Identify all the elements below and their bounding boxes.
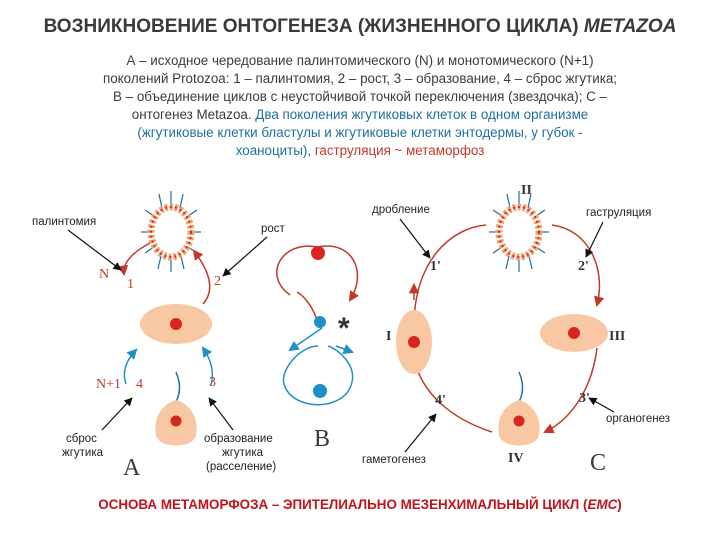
colony-a xyxy=(141,191,201,272)
label-palintomy: палинтомия xyxy=(32,216,96,228)
footer-close: ) xyxy=(617,497,622,512)
nucleus-a-flagellated xyxy=(170,415,182,427)
label-gametogenesis: гаметогенез xyxy=(362,454,426,466)
panel-c: II I III IV 1' 2' 3' 4' дробление гастру… xyxy=(362,183,670,476)
desc-line-4-blue: Два поколения жгутиковых клеток в одном … xyxy=(255,107,589,122)
gen-n1: N+1 xyxy=(96,377,121,392)
gen-n: N xyxy=(99,267,109,282)
arrow-b-lower xyxy=(282,345,354,406)
label-flagellum-loss-2: жгутика xyxy=(62,447,104,459)
desc-line-6-blue: хоаноциты), xyxy=(235,143,312,158)
title-main: ВОЗНИКНОВЕНИЕ ОНТОГЕНЕЗА (ЖИЗНЕННОГО ЦИК… xyxy=(43,16,579,37)
step-c-2: 2' xyxy=(578,259,589,274)
panel-b: * B xyxy=(276,245,359,452)
title-taxon: METAZOA xyxy=(583,16,677,37)
step-a-2: 2 xyxy=(214,274,221,289)
step-a-1: 1 xyxy=(127,277,134,292)
label-cleavage: дробление xyxy=(372,204,430,216)
desc-line-2: поколений Protozoa: 1 – палинтомия, 2 – … xyxy=(102,71,618,86)
arrow-growth xyxy=(192,249,211,305)
desc-line-4-plain: онтогенез Metazoa. xyxy=(131,107,252,122)
step-a-3: 3 xyxy=(209,375,216,390)
desc-line-1: А – исходное чередование палинтомическог… xyxy=(126,53,594,68)
nucleus-c-i xyxy=(408,336,420,348)
label-formation-3: (расселение) xyxy=(206,461,276,473)
desc-line-4: онтогенез Metazoa. Два поколения жгутико… xyxy=(24,106,696,124)
step-a-4: 4 xyxy=(136,377,143,392)
arc-c-cleavage xyxy=(413,224,487,327)
label-growth: рост xyxy=(261,223,286,235)
desc-line-3: В – объединение циклов с неустойчивой то… xyxy=(113,89,607,104)
page-title: ВОЗНИКНОВЕНИЕ ОНТОГЕНЕЗА (ЖИЗНЕННОГО ЦИК… xyxy=(0,16,720,38)
stage-iv: IV xyxy=(508,451,524,466)
switch-star: * xyxy=(338,312,350,345)
flagellum-c xyxy=(518,371,524,403)
flagellum-a xyxy=(175,371,181,403)
nucleus-b-upper xyxy=(311,246,325,260)
desc-line-6-red: гаструляция ~ метаморфоз xyxy=(314,143,485,158)
desc-line-5: (жгутиковые клетки бластулы и жгутиковые… xyxy=(137,125,583,140)
panel-a-letter: A xyxy=(123,455,141,481)
stage-ii: II xyxy=(521,183,532,198)
arc-c-organogenesis xyxy=(543,347,598,434)
colony-c xyxy=(489,191,549,272)
figure-description: А – исходное чередование палинтомическог… xyxy=(24,52,696,160)
panel-c-letter: C xyxy=(590,450,606,476)
stage-i: I xyxy=(386,329,391,344)
footer-abbr: ЕМС xyxy=(587,497,618,512)
arc-c-gastrulation xyxy=(551,224,605,308)
nucleus-a-large xyxy=(170,318,182,330)
nucleus-c-iv xyxy=(513,415,525,427)
arrow-b-switch-right xyxy=(335,344,354,354)
panel-b-letter: B xyxy=(314,426,330,452)
footer-text: ОСНОВА МЕТАМОРФОЗА – ЭПИТЕЛИАЛЬНО МЕЗЕНХ… xyxy=(98,497,588,512)
arrow-flagellum-loss xyxy=(123,348,138,385)
arc-c-gametogenesis xyxy=(410,353,493,433)
label-organogenesis: органогенез xyxy=(606,413,670,425)
label-formation-1: образование xyxy=(204,433,273,445)
arrow-palintomy xyxy=(117,242,151,277)
step-c-3: 3' xyxy=(579,391,590,406)
footer-caption: ОСНОВА МЕТАМОРФОЗА – ЭПИТЕЛИАЛЬНО МЕЗЕНХ… xyxy=(0,497,720,512)
nucleus-c-iii xyxy=(568,327,580,339)
step-c-4: 4' xyxy=(435,393,446,408)
arrow-flagellum-formation xyxy=(201,346,214,386)
arrow-b-upper-join xyxy=(296,291,318,321)
stage-iii: III xyxy=(609,329,625,344)
arrow-b-switch-left xyxy=(288,327,323,352)
desc-line-6: хоаноциты), гаструляция ~ метаморфоз xyxy=(24,142,696,160)
panel-a: N 1 2 3 N+1 4 палинтомия рост сброс жгут… xyxy=(32,191,286,481)
label-gastrulation: гаструляция xyxy=(586,207,651,219)
nucleus-b-lower xyxy=(313,384,327,398)
label-flagellum-loss-1: сброс xyxy=(66,433,97,445)
label-formation-2: жгутика xyxy=(222,447,264,459)
step-c-1: 1' xyxy=(430,259,441,274)
node-b-switch xyxy=(314,316,326,328)
